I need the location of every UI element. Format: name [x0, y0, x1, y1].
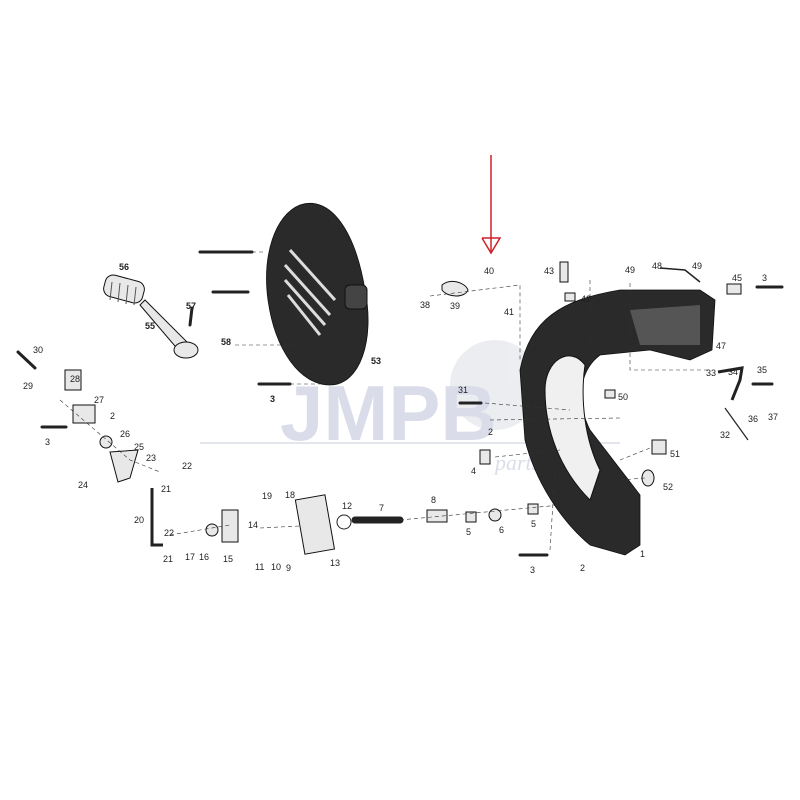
- part-label-9: 9: [286, 563, 291, 573]
- part-label-20: 20: [134, 515, 144, 525]
- part-label-4: 4: [471, 466, 476, 476]
- part-label-10: 10: [271, 562, 281, 572]
- part-label-19: 19: [262, 491, 272, 501]
- part-label-49: 49: [692, 261, 702, 271]
- part-label-8: 8: [431, 495, 436, 505]
- kickstart-lever-part: [103, 274, 199, 359]
- part-label-31: 31: [458, 385, 468, 395]
- part-label-58: 58: [221, 337, 231, 347]
- part-label-3: 3: [762, 273, 767, 283]
- part-label-5: 5: [466, 527, 471, 537]
- part-label-49: 49: [625, 265, 635, 275]
- part-label-41: 41: [504, 307, 514, 317]
- part-label-2: 2: [488, 427, 493, 437]
- part-label-15: 15: [223, 554, 233, 564]
- highlight-arrow-icon: [481, 155, 502, 255]
- part-label-21: 21: [161, 484, 171, 494]
- part-label-24: 24: [78, 480, 88, 490]
- part-label-39: 39: [450, 301, 460, 311]
- part-label-17: 17: [185, 552, 195, 562]
- part-label-50: 50: [618, 392, 628, 402]
- part-label-7: 7: [379, 503, 384, 513]
- part-label-12: 12: [342, 501, 352, 511]
- part-label-55: 55: [145, 321, 155, 331]
- part-label-48: 48: [652, 261, 662, 271]
- part-label-26: 26: [120, 429, 130, 439]
- part-label-34: 34: [728, 367, 738, 377]
- part-label-21: 21: [163, 554, 173, 564]
- part-label-28: 28: [70, 374, 80, 384]
- part-label-56: 56: [119, 262, 129, 272]
- svg-text:JMPB: JMPB: [280, 369, 497, 457]
- part-label-22: 22: [164, 528, 174, 538]
- part-label-43: 43: [544, 266, 554, 276]
- part-label-23: 23: [146, 453, 156, 463]
- part-label-29: 29: [23, 381, 33, 391]
- watermark-logo: JMPB parts: [200, 340, 620, 475]
- part-label-32: 32: [720, 430, 730, 440]
- part-label-2: 2: [110, 411, 115, 421]
- crankcase-part: [519, 289, 716, 556]
- part-label-42: 42: [581, 294, 591, 304]
- part-label-51: 51: [670, 449, 680, 459]
- part-label-36: 36: [748, 414, 758, 424]
- part-label-33: 33: [706, 368, 716, 378]
- leader-lines: [59, 251, 710, 551]
- part-label-2: 2: [580, 563, 585, 573]
- part-label-3: 3: [45, 437, 50, 447]
- bolts: [16, 250, 784, 557]
- part-label-52: 52: [663, 482, 673, 492]
- part-label-30: 30: [33, 345, 43, 355]
- part-label-45: 45: [732, 273, 742, 283]
- part-label-18: 18: [285, 490, 295, 500]
- part-label-5: 5: [531, 519, 536, 529]
- part-label-35: 35: [757, 365, 767, 375]
- part-label-22: 22: [182, 461, 192, 471]
- side-cover-part: [266, 203, 369, 386]
- part-label-11: 11: [255, 562, 264, 572]
- part-label-47: 47: [716, 341, 726, 351]
- part-label-3: 3: [530, 565, 535, 575]
- part-label-27: 27: [94, 395, 104, 405]
- part-label-53: 53: [371, 356, 381, 366]
- part-label-40: 40: [484, 266, 494, 276]
- part-label-14: 14: [248, 520, 258, 530]
- part-label-3: 3: [270, 394, 275, 404]
- part-label-16: 16: [199, 552, 209, 562]
- part-label-13: 13: [330, 558, 340, 568]
- part-label-38: 38: [420, 300, 430, 310]
- part-label-1: 1: [640, 549, 645, 559]
- part-label-57: 57: [186, 301, 196, 311]
- part-label-6: 6: [499, 525, 504, 535]
- part-label-25: 25: [134, 442, 144, 452]
- part-label-37: 37: [768, 412, 778, 422]
